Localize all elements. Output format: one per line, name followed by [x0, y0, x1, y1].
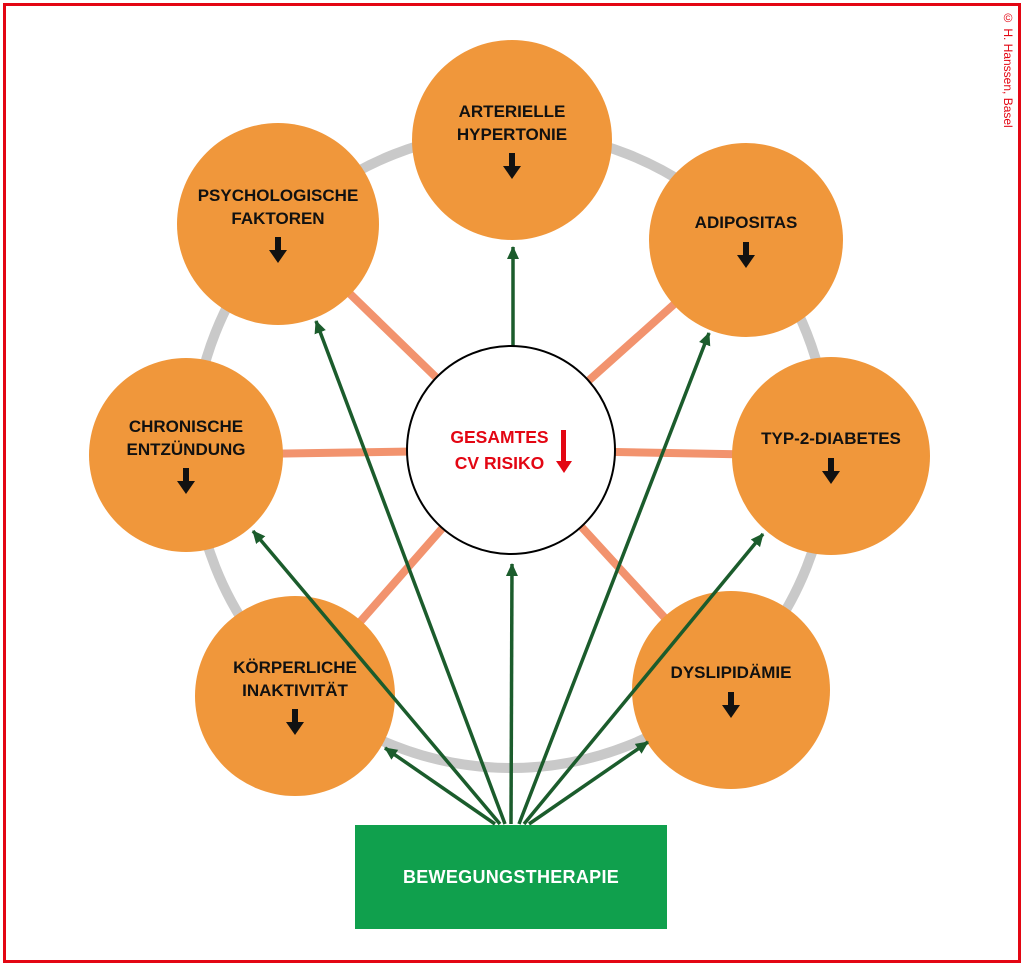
- node-label-line: HYPERTONIE: [456, 124, 568, 144]
- node-label-line: FAKTOREN: [231, 208, 325, 228]
- center-label: GESAMTES CV RISIKO: [450, 424, 548, 477]
- decrease-arrow-icon: [503, 152, 521, 179]
- node-adipositas: ADIPOSITAS: [649, 143, 843, 337]
- arrow-to-dyslipidaemie: [528, 740, 649, 826]
- node-dyslipidaemie: DYSLIPIDÄMIE: [632, 591, 830, 789]
- arrow-to-cv-risiko: [505, 563, 518, 825]
- node-label: ADIPOSITAS: [695, 212, 798, 234]
- node-psychologische-faktoren: PSYCHOLOGISCHE FAKTOREN: [177, 123, 379, 325]
- credit-text: © H. Hanssen, Basel: [1001, 11, 1015, 128]
- node-label: PSYCHOLOGISCHE FAKTOREN: [198, 185, 359, 230]
- decrease-arrow-icon: [722, 691, 740, 718]
- decrease-arrow-icon: [737, 241, 755, 268]
- node-label-line: CHRONISCHE: [128, 417, 244, 437]
- node-koerperliche-inaktivitaet: KÖRPERLICHE INAKTIVITÄT: [195, 596, 395, 796]
- node-label-line: ARTERIELLE: [458, 102, 566, 122]
- node-label: DYSLIPIDÄMIE: [671, 662, 792, 684]
- node-label-line: INAKTIVITÄT: [242, 680, 348, 700]
- node-arterielle-hypertonie: ARTERIELLE HYPERTONIE: [412, 40, 612, 240]
- node-label-line: TYP-2-DIABETES: [761, 429, 901, 449]
- decrease-arrow-icon: [822, 457, 840, 484]
- node-label-line: PSYCHOLOGISCHE: [197, 186, 359, 206]
- node-label-line: ADIPOSITAS: [694, 213, 798, 233]
- node-label: KÖRPERLICHE INAKTIVITÄT: [233, 657, 357, 702]
- node-label: CHRONISCHE ENTZÜNDUNG: [127, 416, 246, 461]
- node-label: ARTERIELLE HYPERTONIE: [457, 101, 567, 146]
- node-label: TYP-2-DIABETES: [761, 428, 901, 450]
- center-label-line: GESAMTES: [450, 426, 549, 447]
- arrow-to-koerperliche-inaktivitaet: [384, 746, 496, 826]
- decrease-arrow-icon: [555, 429, 572, 473]
- decrease-arrow-icon: [269, 236, 287, 263]
- node-label-line: DYSLIPIDÄMIE: [670, 663, 792, 683]
- therapy-label: BEWEGUNGSTHERAPIE: [402, 866, 620, 887]
- node-label-line: KÖRPERLICHE: [233, 658, 357, 678]
- node-chronische-entzuendung: CHRONISCHE ENTZÜNDUNG: [89, 358, 283, 552]
- node-gesamtes-cv-risiko: GESAMTES CV RISIKO: [406, 345, 616, 555]
- decrease-arrow-icon: [177, 467, 195, 494]
- center-label-line: CV RISIKO: [454, 453, 545, 473]
- decrease-arrow-icon: [286, 708, 304, 735]
- node-typ-2-diabetes: TYP-2-DIABETES: [732, 357, 930, 555]
- node-label-line: ENTZÜNDUNG: [126, 439, 246, 459]
- therapy-box: BEWEGUNGSTHERAPIE: [355, 825, 667, 929]
